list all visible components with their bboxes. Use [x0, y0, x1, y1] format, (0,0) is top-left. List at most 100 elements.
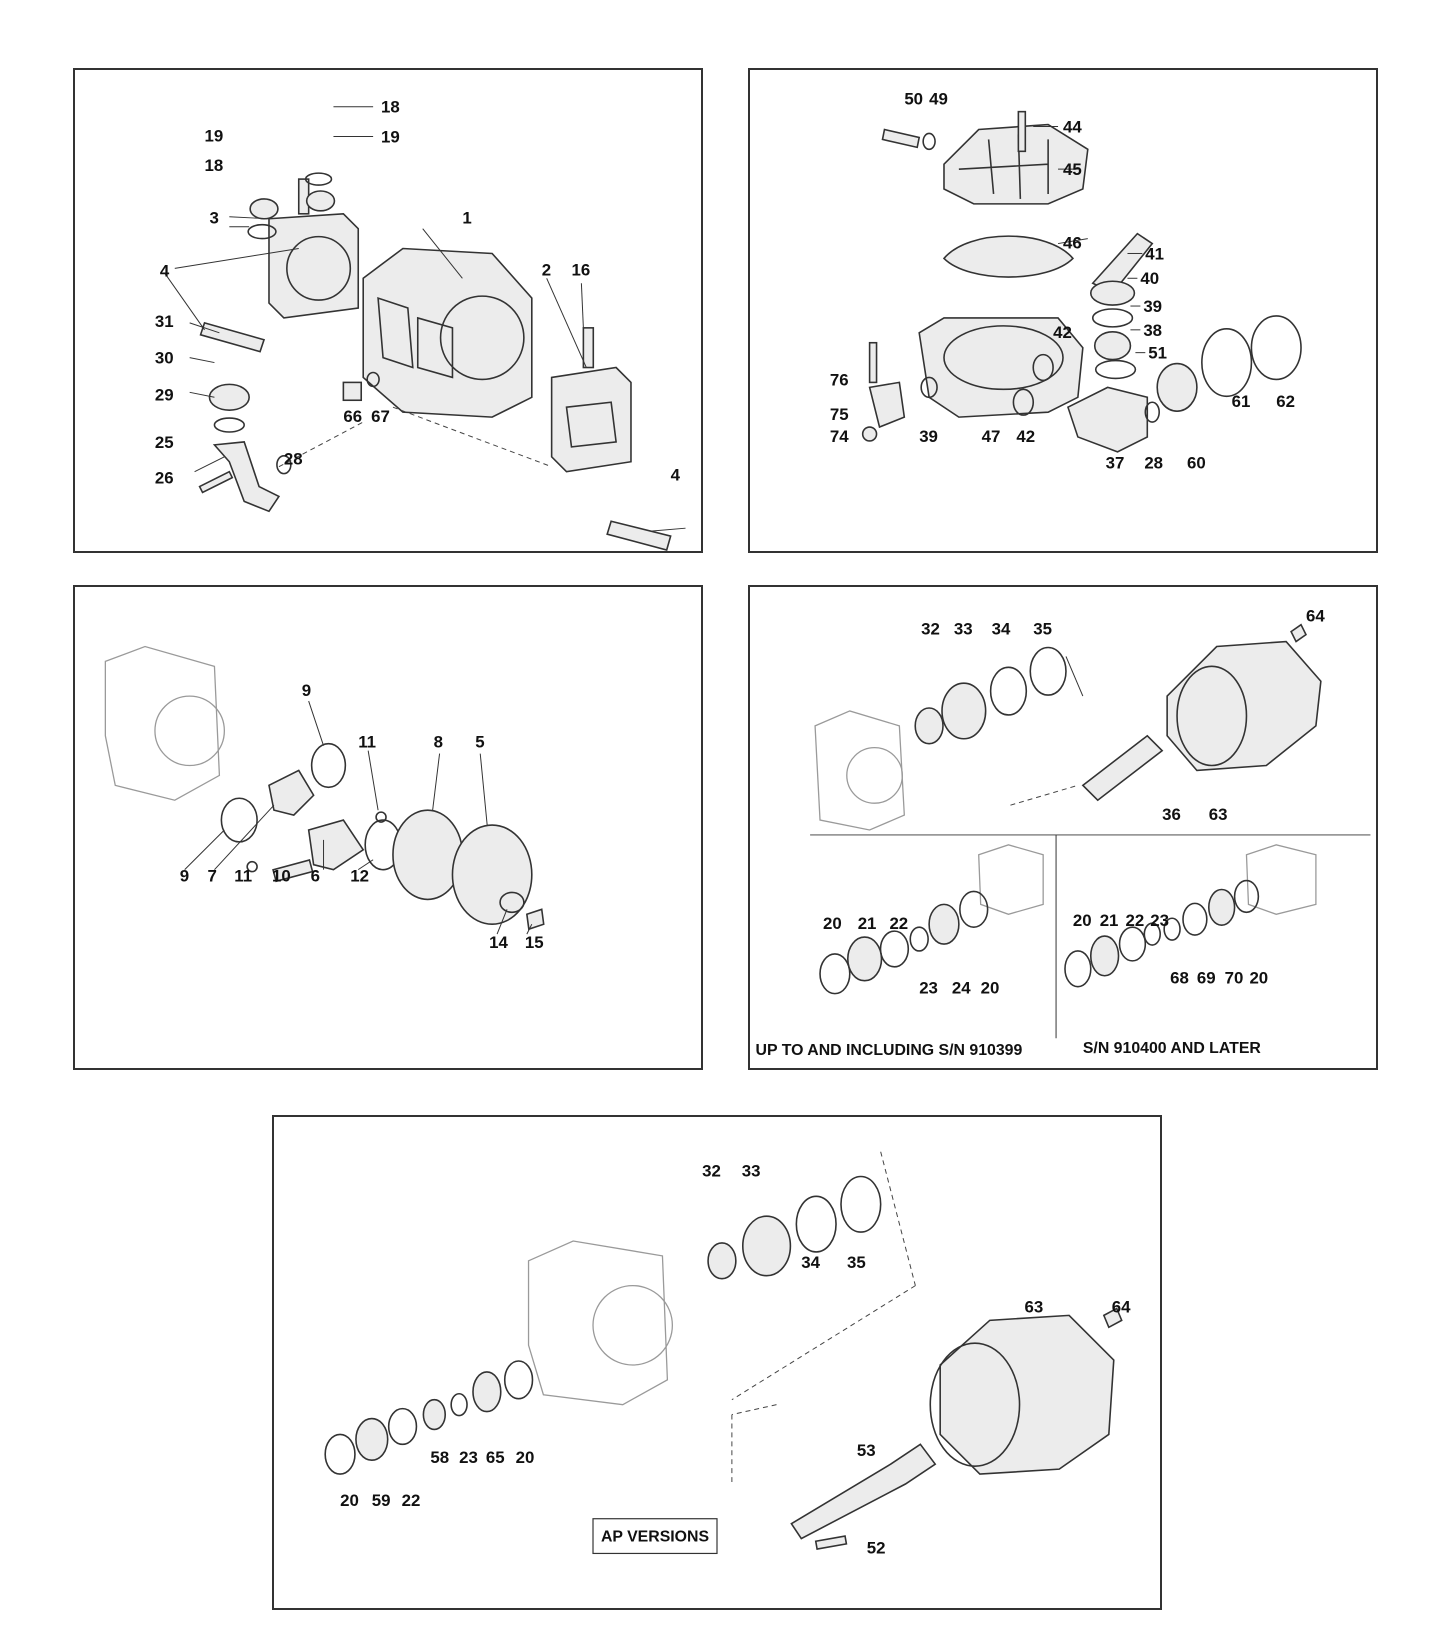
part-ring-22-b: [1118, 926, 1147, 962]
part-ring-68: [1163, 917, 1181, 941]
part-clip-11-left: [246, 860, 258, 873]
label-part-59: 59: [372, 1491, 391, 1510]
label-part-61: 61: [1232, 392, 1251, 411]
label-part-14: 14: [489, 933, 508, 952]
part-cap-60: [1156, 362, 1198, 412]
part-valve-50: [881, 128, 921, 149]
part-screw-25: [198, 470, 234, 494]
label-part-26: 26: [155, 469, 174, 488]
diagram-piston-assembly: 9 11 8 5 9 7 11 10 6 12 14 15: [104, 645, 545, 952]
part-diaphragm-46: [942, 235, 1074, 278]
label-part-52: 52: [867, 1538, 886, 1557]
part-ring-20-a: [819, 953, 851, 995]
part-cap-19a: [249, 198, 279, 220]
part-manifold-37: [1066, 386, 1149, 453]
label-part-45: 45: [1063, 160, 1082, 179]
label-part-74: 74: [830, 427, 849, 446]
part-connecting-rod-7: [268, 769, 315, 816]
label-part-20-d: 20: [1249, 969, 1268, 988]
part-bearing-21-b: [1089, 935, 1120, 977]
label-part-24: 24: [952, 979, 971, 998]
part-housing-63-ap: [939, 1314, 1115, 1475]
part-seal-9-left: [220, 797, 258, 843]
part-head-right: [550, 327, 632, 473]
label-part-75: 75: [830, 405, 849, 424]
label-part-38: 38: [1143, 321, 1162, 340]
ghost-pump-body-ap: [527, 1240, 674, 1406]
part-cover-61: [1201, 328, 1253, 398]
part-bolt-44: [1017, 110, 1027, 153]
part-ring-58: [422, 1398, 447, 1431]
part-stem-76: [868, 341, 878, 384]
label-part-42-bottom: 42: [1016, 427, 1035, 446]
part-bearing-70: [1207, 888, 1236, 926]
part-screw-64: [1290, 623, 1307, 643]
panel-diaphragm-assembly: 50 49 44 45 46 41 40 39 42 38 51 76 75 7…: [748, 68, 1378, 553]
label-part-35-ap: 35: [847, 1253, 866, 1272]
label-part-32-ap: 32: [702, 1162, 721, 1181]
label-part-21-a: 21: [858, 914, 877, 933]
label-part-20-ap-b: 20: [516, 1448, 535, 1467]
part-nut-40: [1089, 280, 1136, 306]
label-part-28: 28: [1144, 454, 1163, 473]
part-elbow: [212, 441, 281, 513]
label-part-22-b: 22: [1125, 911, 1144, 930]
diagram-diaphragm-assembly: 50 49 44 45 46 41 40 39 42 38 51 76 75 7…: [830, 90, 1302, 473]
part-oring-30: [213, 417, 245, 433]
part-bearing-33-ap: [741, 1215, 792, 1277]
part-housing-63-ap-face: [929, 1342, 1021, 1467]
label-part-64: 64: [1306, 607, 1325, 626]
part-piston-6: [307, 819, 365, 871]
label-part-20-b: 20: [981, 979, 1000, 998]
panel-head-assembly: 18 19 19 18 3 1 2 16 4 31 30 29 25 26 28…: [73, 68, 703, 553]
part-shaft-53: [790, 1443, 937, 1540]
caption-early-serial: UP TO AND INCLUDING S/N 910399: [756, 1042, 1023, 1059]
label-part-11-top: 11: [358, 733, 376, 752]
part-nut-74: [861, 426, 878, 442]
label-part-30: 30: [155, 349, 174, 368]
label-part-19-left: 19: [205, 126, 224, 145]
part-ring-35: [1029, 646, 1067, 696]
label-part-47: 47: [982, 427, 1001, 446]
label-part-34-ap: 34: [801, 1253, 820, 1272]
part-seal-32-ap: [707, 1242, 737, 1280]
part-fitting-38: [1093, 331, 1132, 361]
label-part-51: 51: [1148, 344, 1167, 363]
label-part-2: 2: [542, 260, 551, 279]
label-part-35: 35: [1033, 620, 1052, 639]
label-part-16: 16: [571, 260, 590, 279]
label-part-4-right: 4: [671, 466, 681, 485]
part-cover-45: [943, 123, 1089, 205]
label-part-64-ap: 64: [1112, 1297, 1131, 1316]
part-ring-67: [366, 371, 380, 388]
part-pin-10: [272, 859, 314, 883]
part-bearing-59: [355, 1417, 389, 1461]
panel-gearbox-versions: 64 32 33 34 35 36 63 20 21 22 23 24 20 2…: [748, 585, 1378, 1070]
label-part-60: 60: [1187, 454, 1206, 473]
part-oring-42-b: [1012, 388, 1035, 416]
part-washer-14: [499, 891, 525, 914]
part-ring-20-ap-b: [503, 1360, 534, 1400]
part-bolt-right: [606, 520, 672, 551]
label-part-69: 69: [1197, 969, 1216, 988]
label-part-33-ap: 33: [742, 1162, 761, 1181]
part-valve-75: [868, 381, 906, 429]
ghost-pump-body-top: [814, 710, 905, 831]
part-head-left: [268, 178, 360, 319]
label-part-20-c: 20: [1073, 911, 1092, 930]
part-cap-19b: [305, 190, 336, 212]
part-shaft-36: [1081, 734, 1164, 802]
part-seal-32: [914, 707, 944, 745]
diagram-ap-versions: 32 33 34 35 63 64 20 59 22 58 23 65 20 5…: [324, 1151, 1131, 1557]
part-ring-23-a: [909, 926, 929, 952]
part-ring-20-d: [1233, 879, 1260, 914]
label-part-68: 68: [1170, 969, 1189, 988]
label-part-70: 70: [1225, 969, 1244, 988]
label-part-25: 25: [155, 433, 174, 452]
part-ring-49: [922, 132, 936, 151]
label-part-23-a: 23: [919, 979, 938, 998]
part-ring-23-ap: [450, 1392, 468, 1417]
label-part-50: 50: [904, 90, 923, 109]
panel-piston-assembly: 9 11 8 5 9 7 11 10 6 12 14 15: [73, 585, 703, 1070]
part-seal-9-right: [310, 742, 347, 789]
